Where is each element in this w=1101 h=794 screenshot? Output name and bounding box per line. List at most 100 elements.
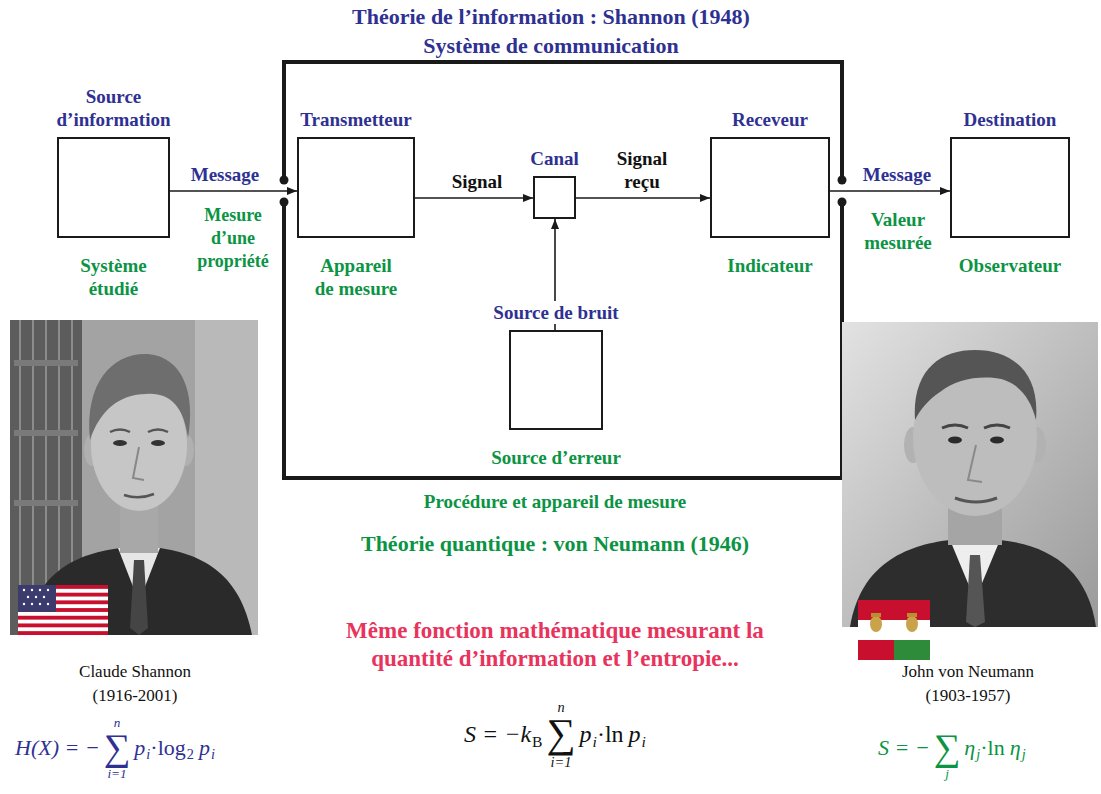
signal-arrow — [415, 197, 533, 199]
formula-term: η — [964, 735, 975, 760]
us-flag — [35, 596, 37, 598]
austria-hungary-flag — [858, 640, 894, 660]
formula-subscript: j — [976, 746, 980, 762]
signal-arrow — [830, 190, 950, 192]
shannon-photo — [124, 494, 154, 497]
us-flag — [18, 585, 56, 612]
box-alias: Appareil de mesure — [311, 254, 401, 300]
box-heading: Receveur — [732, 108, 808, 131]
sum-operator: n∑i=1 — [104, 716, 131, 780]
signal-arrow — [170, 190, 297, 192]
measurement-frame — [280, 62, 847, 478]
von-neumann-photo — [942, 425, 968, 428]
us-flag — [18, 631, 108, 635]
sum-sign: ∑ — [934, 729, 961, 766]
diagram-subtitle: Système de communication — [423, 33, 678, 59]
box-alias: Source d’erreur — [491, 446, 621, 469]
austria-hungary-flag — [894, 600, 930, 620]
highlight-note: Même fonction mathématique mesurant la q… — [320, 617, 790, 673]
formula-term: p — [199, 735, 210, 760]
formula-subscript: i — [146, 746, 150, 762]
formula-term: ·ln — [980, 735, 1004, 760]
von-neumann-photo — [955, 498, 997, 502]
process-box: Canal — [533, 176, 576, 219]
process-box: ReceveurIndicateur — [710, 137, 830, 238]
signal-arrow — [576, 197, 710, 199]
shannon-photo — [110, 430, 130, 433]
von-neumann-photo — [842, 322, 1098, 627]
us-flag — [23, 589, 25, 591]
us-flag — [47, 589, 49, 591]
austria-hungary-flag — [894, 640, 930, 660]
diagram-title: Théorie de l’information : Shannon (1948… — [352, 4, 750, 30]
von-neumann-photo — [850, 540, 1096, 627]
us-flag — [31, 589, 33, 591]
us-flag — [39, 589, 41, 591]
austria-hungary-flag — [870, 616, 882, 632]
shannon-photo — [10, 320, 258, 635]
us-flag — [31, 603, 33, 605]
sum-limit: i=1 — [551, 755, 572, 769]
edge-alias: Mesure d’une propriété — [188, 204, 278, 273]
edge-label: Signal reçu — [604, 147, 680, 193]
von-neumann-photo — [984, 425, 1010, 428]
shannon-photo — [14, 360, 78, 366]
austria-hungary-flag — [907, 613, 917, 617]
formula-term: S = − — [878, 735, 930, 760]
formula: S = −kBn∑i=1pi·lnpi — [355, 700, 755, 770]
us-flag — [43, 596, 45, 598]
process-box: Source de bruitSource d’erreur — [509, 330, 603, 430]
formula: S = −∑jηj·lnηj — [878, 716, 1093, 780]
frame-caption: Procédure et appareil de mesure — [424, 490, 686, 513]
formula-term: p — [134, 735, 145, 760]
sum-limit: n — [114, 716, 121, 729]
box-heading: Source de bruit — [489, 301, 622, 324]
box-alias: Observateur — [959, 254, 1061, 277]
formula-subscript: 2 — [187, 746, 194, 762]
formula-term: S = −k — [464, 721, 531, 749]
formula-term: p — [629, 721, 641, 749]
von-neumann-photo — [915, 350, 1037, 420]
edge-label: Signal — [452, 170, 503, 193]
us-flag — [18, 616, 108, 620]
shannon-photo — [14, 500, 78, 506]
von-neumann-photo — [842, 322, 1098, 627]
measurement-frame — [284, 62, 842, 478]
formula: H(X) = −n∑i=1pi·log2pi — [15, 716, 275, 780]
sum-limit: j — [945, 767, 949, 780]
edge-alias: Valeur mesurée — [852, 208, 944, 254]
section-heading: Théorie quantique : von Neumann (1946) — [361, 531, 749, 557]
measurement-frame — [280, 176, 289, 185]
portrait-caption: Claude Shannon (1916-2001) — [60, 660, 210, 708]
austria-hungary-flag — [906, 616, 918, 632]
measurement-frame — [280, 198, 289, 207]
shannon-photo — [10, 320, 258, 635]
austria-hungary-flag — [858, 600, 894, 620]
sum-limit: i=1 — [107, 767, 126, 780]
edge-label: Message — [863, 163, 932, 186]
sum-sign: ∑ — [547, 714, 576, 755]
von-neumann-photo — [968, 445, 982, 482]
austria-hungary-flag — [871, 613, 881, 617]
sum-operator: ∑j — [934, 716, 961, 780]
formula-subscript: B — [532, 733, 542, 751]
formula-term: ·ln — [597, 721, 624, 749]
us-flag — [18, 585, 108, 635]
von-neumann-photo — [948, 437, 962, 444]
box-alias: Système étudié — [58, 254, 170, 300]
process-box: DestinationObservateur — [950, 137, 1070, 238]
sum-operator: n∑i=1 — [547, 700, 576, 770]
sum-limit: n — [557, 700, 564, 714]
us-flag — [27, 596, 29, 598]
us-flag — [47, 603, 49, 605]
box-heading: Canal — [530, 147, 579, 170]
box-heading: Destination — [964, 108, 1057, 131]
formula-subscript: j — [1022, 746, 1026, 762]
shannon-photo — [14, 430, 78, 436]
portrait-caption: John von Neumann (1903-1957) — [883, 660, 1053, 708]
von-neumann-photo — [990, 437, 1004, 444]
shannon-photo — [151, 440, 165, 446]
box-alias: Indicateur — [727, 254, 813, 277]
